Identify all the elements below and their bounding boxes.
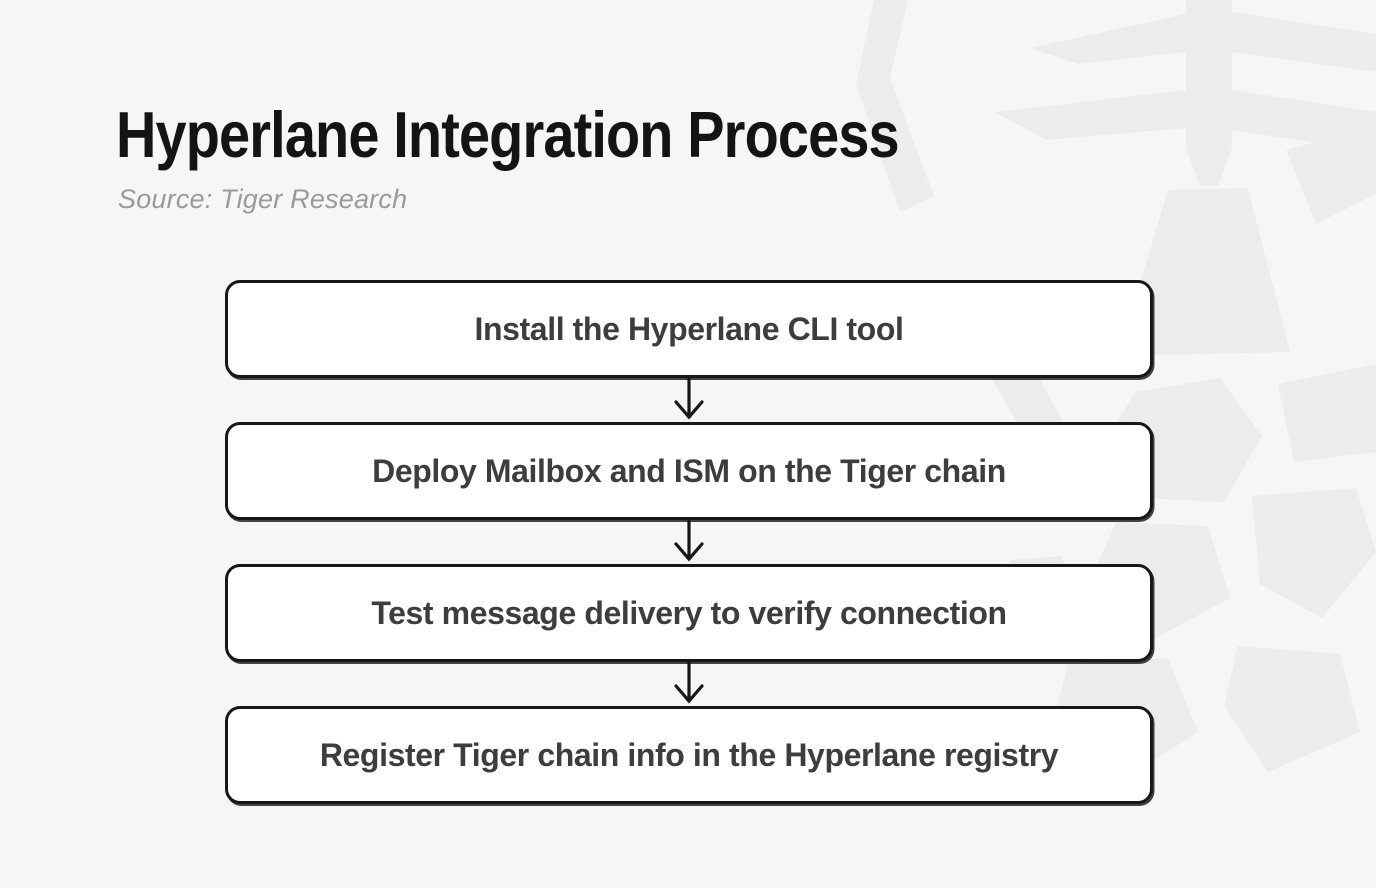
process-flowchart: Install the Hyperlane CLI tool Deploy Ma… <box>225 280 1153 804</box>
arrow-down-icon <box>674 378 704 420</box>
arrow-down-icon <box>674 662 704 704</box>
flow-step-1-label: Install the Hyperlane CLI tool <box>474 310 904 347</box>
flow-step-4-label: Register Tiger chain info in the Hyperla… <box>319 736 1059 773</box>
arrow-down-icon <box>674 520 704 562</box>
flow-step-1: Install the Hyperlane CLI tool <box>225 280 1153 378</box>
flow-step-2-label: Deploy Mailbox and ISM on the Tiger chai… <box>372 452 1006 489</box>
flow-step-2: Deploy Mailbox and ISM on the Tiger chai… <box>225 422 1153 520</box>
flow-step-3-label: Test message delivery to verify connecti… <box>371 594 1007 631</box>
flow-step-3: Test message delivery to verify connecti… <box>225 564 1153 662</box>
source-caption: Source: Tiger Research <box>118 184 408 214</box>
page-title: Hyperlane Integration Process <box>116 98 900 171</box>
flow-step-4: Register Tiger chain info in the Hyperla… <box>225 706 1153 804</box>
